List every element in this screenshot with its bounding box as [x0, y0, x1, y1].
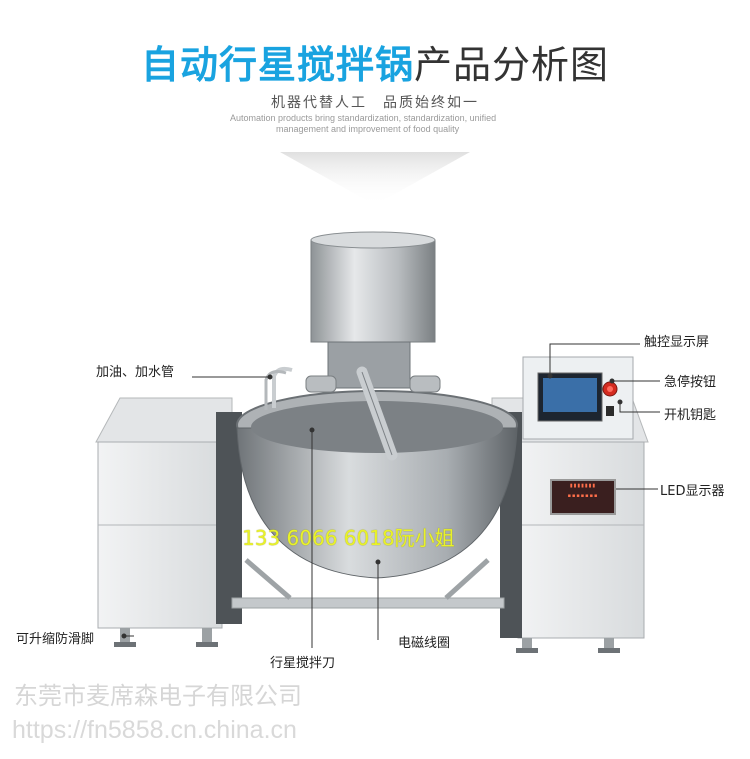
power-key-switch [606, 406, 614, 416]
subtitle: 机器代替人工 品质始终如一 [271, 95, 479, 111]
title-highlight: 自动行星搅拌锅 [140, 43, 414, 87]
callout-planetary-blade: 行星搅拌刀 [270, 656, 336, 671]
english-subtitle-line1: Automation products bring standardizatio… [230, 113, 497, 123]
foot-left-rear [202, 628, 212, 642]
oil-water-pipe [272, 366, 293, 408]
header-divider-shape [280, 152, 470, 205]
callout-induction-coil: 电磁线圈 [398, 636, 451, 651]
bottom-frame-rail [231, 597, 505, 609]
callout-led-display: LED显示器 [660, 484, 725, 499]
page-title: 自动行星搅拌锅产品分析图 [0, 34, 750, 89]
left-cabinet [97, 441, 223, 629]
motor-drum [310, 239, 436, 343]
callout-oil-water-pipe: 加油、加水管 [96, 365, 175, 380]
english-subtitle-line2: management and improvement of food quali… [276, 124, 460, 134]
led-display-text: ▮▮▮▮▮▮▮ [569, 483, 597, 489]
watermark-company: 东莞市麦席森电子有限公司 [14, 682, 302, 710]
callout-emergency-stop: 急停按钮 [664, 375, 717, 390]
left-countertop [95, 397, 233, 443]
phone-overlay: 133 6066 6018阮小姐 [242, 526, 455, 550]
right-cabinet [517, 441, 645, 639]
title-rest: 产品分析图 [414, 43, 610, 87]
callout-leader-lines [121, 343, 660, 648]
watermark-url: https://fn5858.cn.china.cn [12, 716, 297, 744]
left-side-panel [216, 412, 242, 624]
cooking-bowl [236, 427, 518, 579]
callout-touch-screen: 触控显示屏 [644, 335, 710, 350]
callout-power-key: 开机钥匙 [664, 408, 717, 423]
callout-adjustable-feet: 可升缩防滑脚 [16, 632, 95, 647]
led-display-panel: ▮▮▮▮▮▮▮ ▪▪▪▪▪▪▪ [550, 479, 616, 515]
foot-right-front [522, 638, 532, 648]
foot-right-rear [604, 638, 614, 648]
